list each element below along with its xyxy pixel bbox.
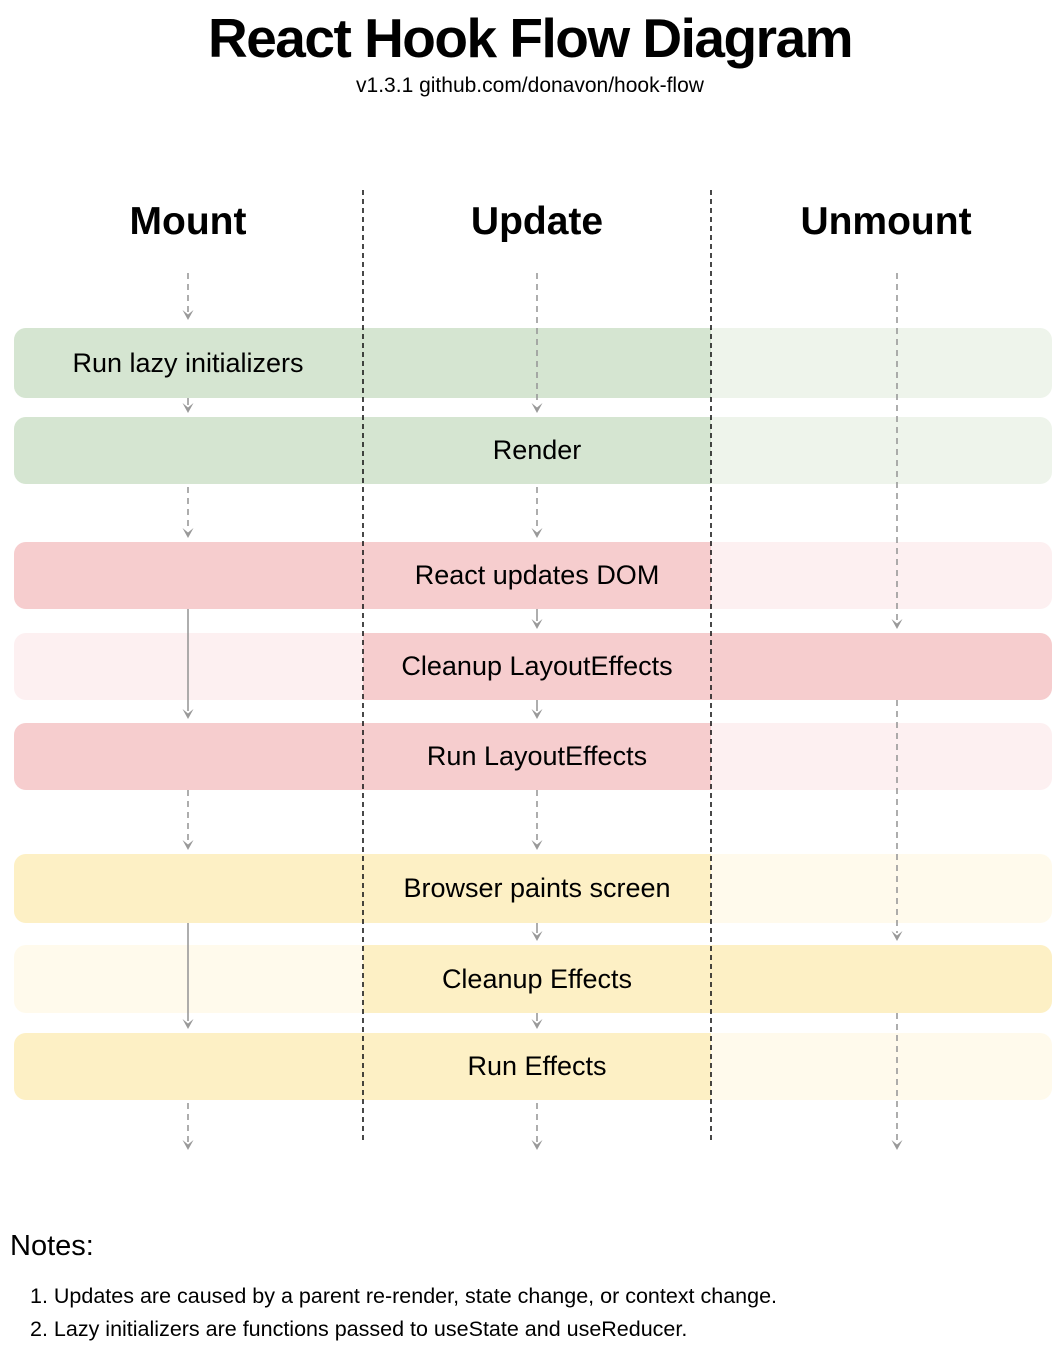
arrowhead-icon: [531, 1140, 543, 1150]
note-item: 1. Updates are caused by a parent re-ren…: [30, 1284, 777, 1308]
flow-band-cleanup-effects: Cleanup Effects: [14, 945, 1052, 1013]
flow-band-render: Render: [14, 417, 1052, 484]
page-title: React Hook Flow Diagram: [208, 7, 853, 69]
band-label: Cleanup Effects: [441, 964, 633, 994]
arrowhead-icon: [182, 1019, 194, 1029]
arrowhead-icon: [531, 840, 543, 850]
flow-band-run-effects: Run Effects: [14, 1033, 1052, 1100]
notes-heading: Notes:: [10, 1230, 94, 1262]
flow-band-active-segment: [363, 633, 1052, 700]
flow-band-active-segment: [14, 417, 711, 484]
flow-band-browser-paints-screen: Browser paints screen: [14, 854, 1052, 923]
flow-band-react-updates-dom: React updates DOM: [14, 542, 1052, 609]
arrowhead-icon: [531, 709, 543, 719]
column-header-unmount: Unmount: [800, 200, 972, 243]
flow-band-run-layouteffects: Run LayoutEffects: [14, 723, 1052, 790]
arrowhead-icon: [891, 619, 903, 629]
band-label: Browser paints screen: [403, 873, 671, 903]
flow-band-run-lazy-initializers: Run lazy initializers: [14, 328, 1052, 398]
arrowhead-icon: [182, 840, 194, 850]
flow-band-cleanup-layouteffects: Cleanup LayoutEffects: [14, 633, 1052, 700]
version-and-source-subtitle: v1.3.1 github.com/donavon/hook-flow: [356, 74, 704, 97]
arrowhead-icon: [531, 619, 543, 629]
arrowhead-icon: [531, 528, 543, 538]
arrowhead-icon: [531, 403, 543, 413]
band-label: Run LayoutEffects: [426, 741, 648, 771]
arrowhead-icon: [182, 709, 194, 719]
arrowhead-icon: [531, 1019, 543, 1029]
note-item: 2. Lazy initializers are functions passe…: [30, 1317, 688, 1341]
column-header-update: Update: [470, 200, 604, 243]
column-header-mount: Mount: [129, 200, 247, 243]
arrowhead-icon: [891, 931, 903, 941]
arrowhead-icon: [531, 931, 543, 941]
arrowhead-icon: [182, 528, 194, 538]
arrowhead-icon: [182, 1140, 194, 1150]
arrowhead-icon: [182, 310, 194, 320]
arrowhead-icon: [182, 403, 194, 413]
band-label: Cleanup LayoutEffects: [401, 651, 673, 681]
band-label: Run lazy initializers: [72, 348, 304, 378]
flow-band-active-segment: [363, 945, 1052, 1013]
band-label: Run Effects: [467, 1051, 607, 1081]
arrowhead-icon: [891, 1140, 903, 1150]
band-label: Render: [492, 435, 582, 465]
band-label: React updates DOM: [414, 560, 660, 590]
